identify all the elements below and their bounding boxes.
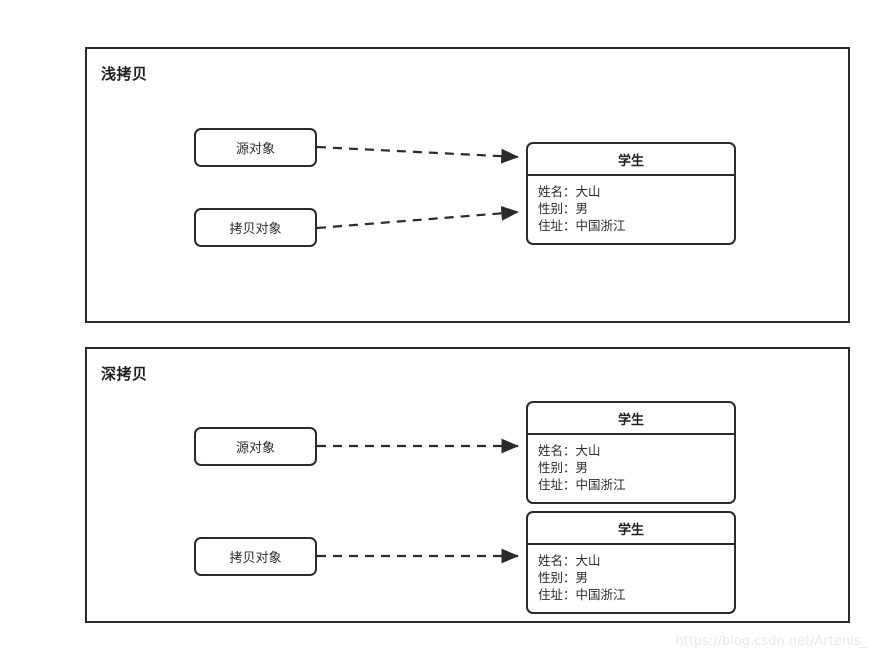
class-box-student-source[interactable]: 学生 姓名：大山 性别：男 住址：中国浙江 [526, 401, 736, 504]
class-body: 姓名：大山 性别：男 住址：中国浙江 [528, 435, 734, 502]
class-body: 姓名：大山 性别：男 住址：中国浙江 [528, 545, 734, 612]
node-copy-object-shallow[interactable]: 拷贝对象 [194, 208, 317, 247]
class-attr-address: 住址：中国浙江 [538, 587, 626, 602]
class-header: 学生 [528, 403, 734, 435]
class-attr-gender: 性别：男 [538, 570, 589, 585]
class-box-student-copy[interactable]: 学生 姓名：大山 性别：男 住址：中国浙江 [526, 511, 736, 614]
node-label: 拷贝对象 [229, 551, 282, 566]
node-source-object-deep[interactable]: 源对象 [194, 427, 317, 466]
class-box-student-shared[interactable]: 学生 姓名：大山 性别：男 住址：中国浙江 [526, 142, 736, 245]
node-source-object-shallow[interactable]: 源对象 [194, 128, 317, 167]
class-body: 姓名：大山 性别：男 住址：中国浙江 [528, 176, 734, 243]
class-attr-name: 姓名：大山 [538, 184, 601, 199]
class-attr-address: 住址：中国浙江 [538, 218, 626, 233]
section-title-deep-copy: 深拷贝 [101, 365, 148, 383]
class-header: 学生 [528, 513, 734, 545]
node-label: 源对象 [235, 441, 275, 456]
class-attr-gender: 性别：男 [538, 460, 589, 475]
class-attr-gender: 性别：男 [538, 201, 589, 216]
watermark-text: https://blog.csdn.net/Artenis_ [675, 634, 867, 649]
class-header: 学生 [528, 144, 734, 176]
class-attr-name: 姓名：大山 [538, 553, 601, 568]
class-attr-name: 姓名：大山 [538, 443, 601, 458]
class-attr-address: 住址：中国浙江 [538, 477, 626, 492]
node-copy-object-deep[interactable]: 拷贝对象 [194, 537, 317, 576]
section-title-shallow-copy: 浅拷贝 [101, 65, 148, 83]
node-label: 拷贝对象 [229, 222, 282, 237]
node-label: 源对象 [235, 142, 275, 157]
